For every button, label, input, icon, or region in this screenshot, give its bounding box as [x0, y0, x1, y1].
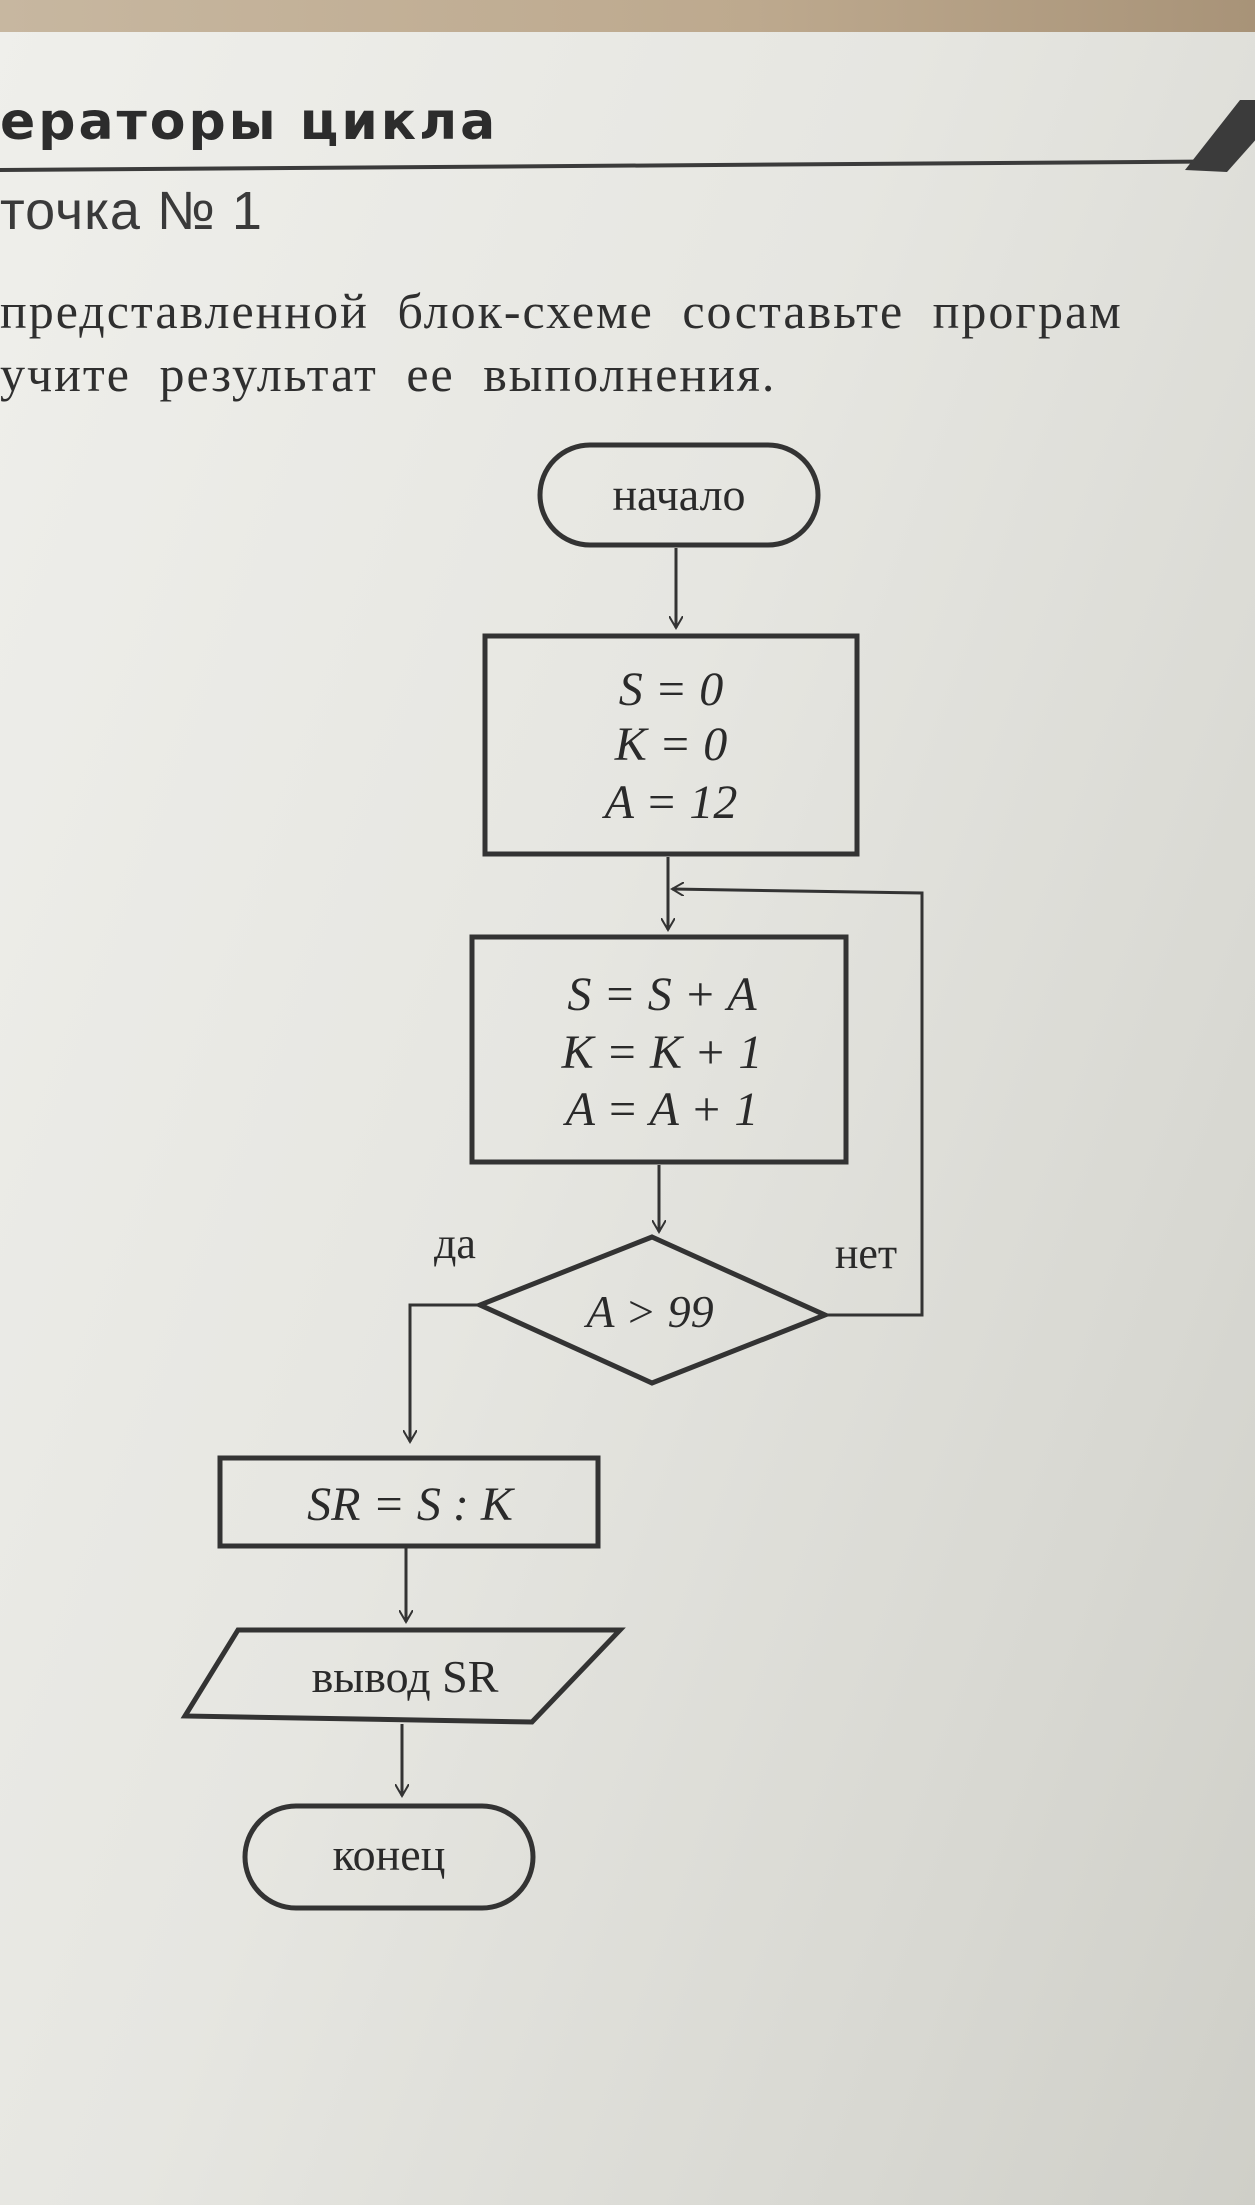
init-line-s: S = 0: [619, 663, 723, 716]
point-title: точка № 1: [0, 181, 263, 241]
table-surface: [0, 0, 1255, 32]
output-parallelogram: [180, 1627, 626, 1725]
start-label: начало: [612, 469, 745, 520]
body-line-k: K = K + 1: [561, 1026, 763, 1079]
compute-box: [217, 1455, 601, 1549]
arrow-yes-to-compute: [410, 1303, 480, 1442]
loop-body-box: [469, 934, 849, 1165]
task-text-line-1: представленной блок-схеме составьте прог…: [0, 283, 1123, 339]
body-line-s: S = S + A: [567, 968, 757, 1021]
task-text-line-2: учите результат ее выполнения.: [0, 346, 777, 402]
decision-diamond: [473, 1234, 832, 1386]
init-line-a: A = 12: [602, 776, 738, 829]
no-label: нет: [835, 1229, 897, 1278]
arrow-no-loop-back: [672, 889, 924, 1317]
yes-label: да: [434, 1219, 476, 1268]
init-line-k: K = 0: [614, 718, 727, 771]
compute-label: SR = S : K: [307, 1478, 516, 1531]
header-corner-decoration: [1185, 100, 1255, 172]
body-line-a: A = A + 1: [563, 1083, 759, 1136]
condition-label: A > 99: [583, 1286, 713, 1337]
start-terminator: [537, 442, 821, 548]
section-title: ераторы цикла: [0, 92, 499, 152]
end-terminator: [242, 1803, 536, 1911]
end-label: конец: [333, 1829, 446, 1880]
output-label: вывод SR: [312, 1651, 499, 1702]
init-process-box: [482, 633, 860, 857]
